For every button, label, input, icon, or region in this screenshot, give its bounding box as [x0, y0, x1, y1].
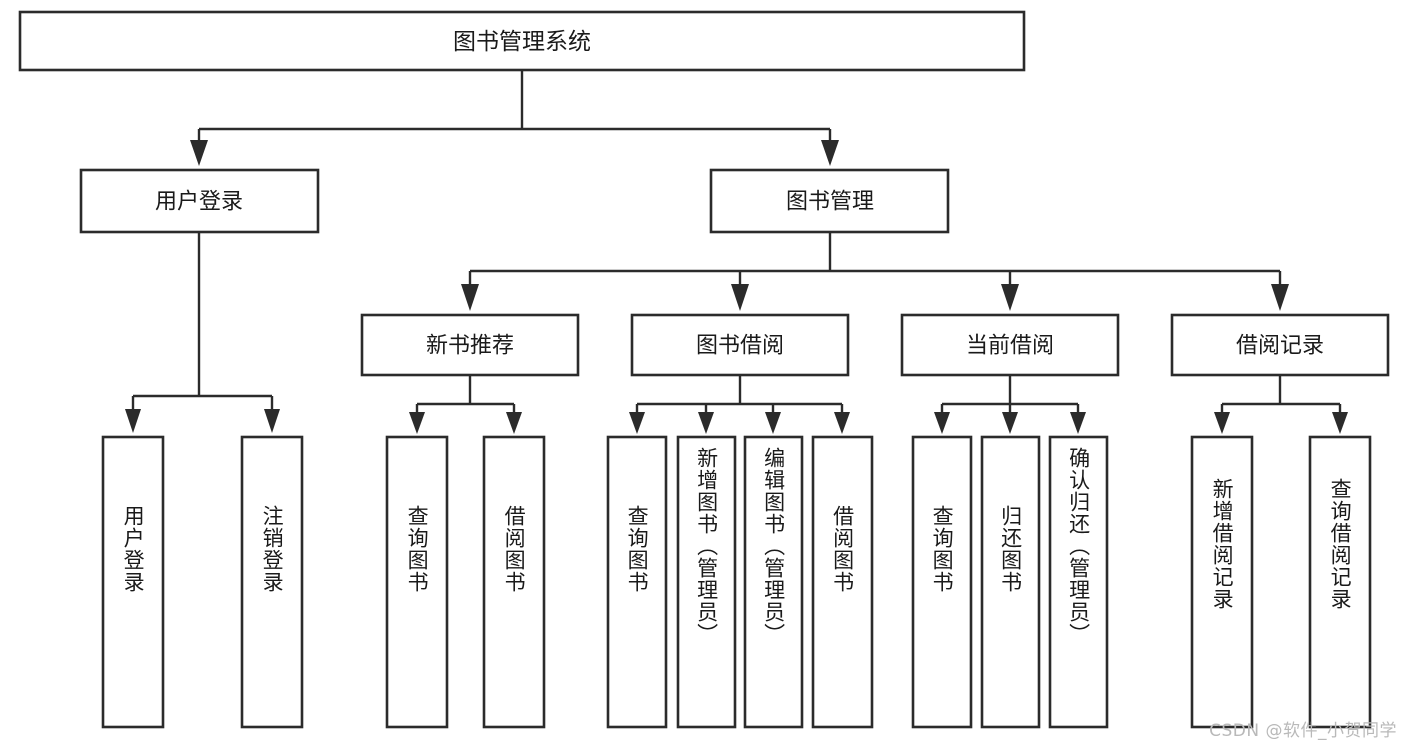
leaf-box-book-borrow-4[interactable] [811, 435, 874, 729]
arrow-root-to-user-login [190, 140, 208, 166]
node-new-book-recommend-label: 新书推荐 [426, 334, 514, 359]
node-user-login-box[interactable] [79, 168, 320, 234]
leaf-box-current-borrow-1[interactable] [911, 435, 973, 729]
leaf-box-borrow-record-2[interactable] [1308, 435, 1372, 729]
arrow-bb-leaf-2 [698, 412, 714, 434]
leaf-box-group-borrow-record [1190, 435, 1372, 729]
connector-group-book-borrow [629, 375, 850, 434]
arrow-bb-leaf-4 [834, 412, 850, 434]
arrow-br-leaf-2 [1332, 412, 1348, 434]
node-borrow-record[interactable]: 借阅记录 [1170, 313, 1390, 377]
node-book-borrow[interactable]: 图书借阅 [630, 313, 850, 377]
leaf-box-book-borrow-3[interactable] [743, 435, 804, 729]
node-current-borrow[interactable]: 当前借阅 [900, 313, 1120, 377]
leaf-box-book-borrow-1[interactable] [606, 435, 668, 729]
arrow-bm-to-current-borrow [1001, 284, 1019, 311]
node-root-label: 图书管理系统 [453, 29, 591, 55]
arrow-cb-leaf-1 [934, 412, 950, 434]
arrow-bm-to-new-book [461, 284, 479, 311]
connector-group-new-book [409, 375, 522, 434]
node-root[interactable]: 图书管理系统 [18, 10, 1026, 72]
leaf-box-new-book-2[interactable] [482, 435, 546, 729]
leaf-box-borrow-record-1[interactable] [1190, 435, 1254, 729]
node-borrow-record-box[interactable] [1170, 313, 1390, 377]
leaf-box-book-borrow-2[interactable] [676, 435, 737, 729]
node-root-box[interactable] [18, 10, 1026, 72]
leaf-box-group-user-login [101, 435, 304, 729]
connector-group-current-borrow [934, 375, 1086, 434]
leaf-box-current-borrow-2[interactable] [980, 435, 1041, 729]
arrow-bm-to-book-borrow [731, 284, 749, 311]
node-current-borrow-label: 当前借阅 [966, 334, 1054, 359]
arrow-bb-leaf-1 [629, 412, 645, 434]
node-book-management-label: 图书管理 [786, 190, 874, 215]
leaf-box-current-borrow-3[interactable] [1048, 435, 1109, 729]
node-user-login[interactable]: 用户登录 [79, 168, 320, 234]
node-book-management-box[interactable] [709, 168, 950, 234]
node-book-management[interactable]: 图书管理 [709, 168, 950, 234]
arrow-ul-leaf-1 [125, 409, 141, 433]
node-user-login-label: 用户登录 [155, 190, 243, 215]
arrow-cb-leaf-2 [1002, 412, 1018, 434]
connector-group-borrow-record [1214, 375, 1348, 434]
csdn-watermark: CSDN @软件_小贺同学 [1209, 721, 1397, 741]
node-new-book-recommend[interactable]: 新书推荐 [360, 313, 580, 377]
arrow-cb-leaf-3 [1070, 412, 1086, 434]
connector-group-user-login [125, 232, 280, 433]
arrow-bm-to-borrow-record [1271, 284, 1289, 311]
leaf-box-group-new-book [385, 435, 546, 729]
leaf-box-new-book-1[interactable] [385, 435, 449, 729]
arrow-nb-leaf-1 [409, 412, 425, 434]
arrow-bb-leaf-3 [765, 412, 781, 434]
connector-group-book-mgmt [461, 232, 1289, 311]
leaf-box-user-login-1[interactable] [101, 435, 165, 729]
node-borrow-record-label: 借阅记录 [1236, 334, 1324, 359]
arrow-ul-leaf-2 [264, 409, 280, 433]
arrow-nb-leaf-2 [506, 412, 522, 434]
node-book-borrow-label: 图书借阅 [696, 334, 784, 359]
leaf-box-group-current-borrow [911, 435, 1109, 729]
leaf-box-group-book-borrow [606, 435, 874, 729]
leaf-box-user-login-2[interactable] [240, 435, 304, 729]
node-book-borrow-box[interactable] [630, 313, 850, 377]
arrow-br-leaf-1 [1214, 412, 1230, 434]
node-current-borrow-box[interactable] [900, 313, 1120, 377]
connector-group-root [190, 70, 839, 166]
node-new-book-recommend-box[interactable] [360, 313, 580, 377]
arrow-root-to-book-mgmt [821, 140, 839, 166]
